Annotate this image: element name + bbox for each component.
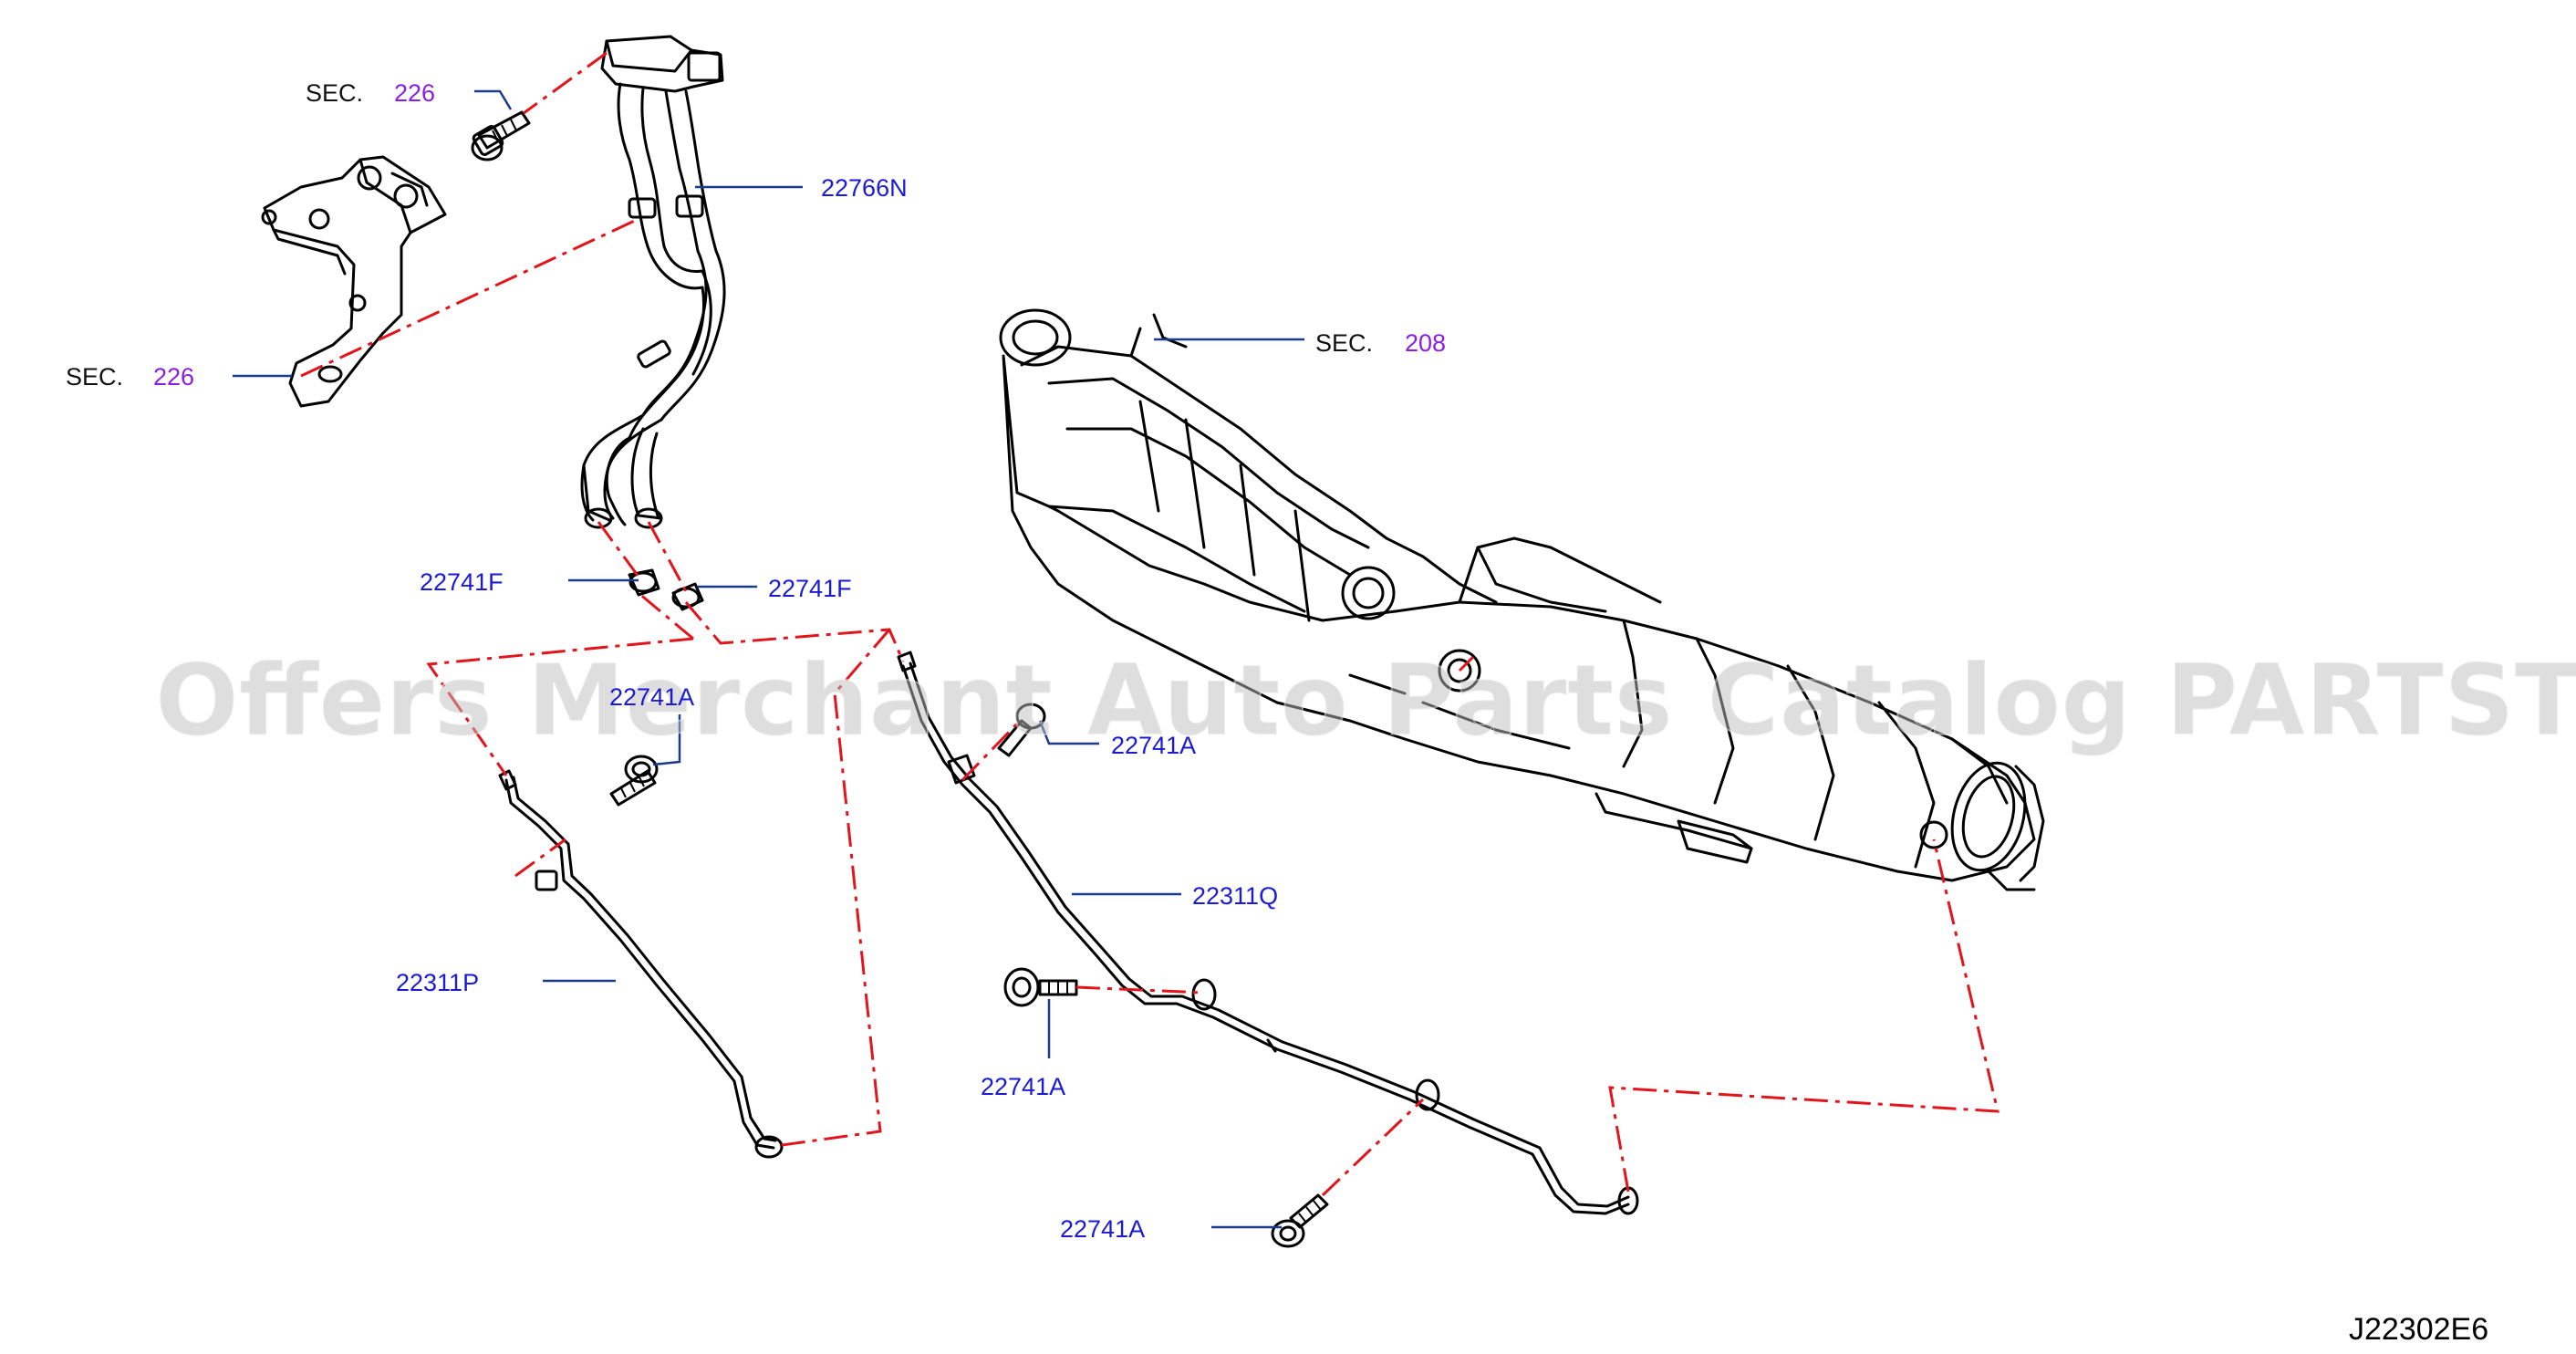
watermark-text: Offers Merchant Auto Parts Catalog PARTS…: [155, 644, 2576, 758]
connection-lines: [300, 51, 2000, 1197]
label-clip-22741f-right: 22741F: [768, 575, 852, 602]
label-sec-left-ref: 226: [153, 363, 194, 391]
figure-code: J22302E6: [2349, 1312, 2488, 1347]
bolt-22741a-upper-right: [997, 703, 1046, 757]
bolt-22741a-left: [609, 755, 659, 807]
label-tube-22311p: 22311P: [396, 969, 479, 996]
pressure-tube-right: [897, 651, 1639, 1215]
exhaust-catalyst-assembly: [999, 308, 2045, 891]
pressure-tube-left: [498, 769, 784, 1159]
label-sec-right-ref: 208: [1405, 329, 1446, 357]
label-tube-22311q: 22311Q: [1192, 882, 1278, 910]
mounting-bracket: [261, 155, 447, 408]
exhaust-sensor-harness: [580, 35, 726, 529]
label-sec-right: SEC.: [1315, 329, 1373, 357]
bolt-top: [471, 110, 531, 161]
label-sec-top-ref: 226: [394, 79, 435, 107]
label-clip-22741f-left: 22741F: [420, 568, 504, 596]
hose-clip-left: [628, 568, 660, 597]
label-bolt-22741a-left: 22741A: [609, 683, 694, 711]
label-bolt-22741a-upper-right: 22741A: [1111, 732, 1196, 759]
label-bolt-22741a-mid: 22741A: [981, 1073, 1065, 1100]
callout-labels: SEC. 226 SEC. 226 SEC. 208 22766N 22741F…: [66, 79, 1446, 1243]
bolt-22741a-mid: [1003, 967, 1078, 1007]
label-sec-left: SEC.: [66, 363, 123, 391]
label-harness-22766n: 22766N: [821, 174, 908, 202]
bolt-22741a-bottom: [1271, 1193, 1329, 1248]
leader-lines: [233, 89, 1304, 1229]
label-sec-top: SEC.: [306, 79, 363, 107]
label-bolt-22741a-bottom: 22741A: [1060, 1215, 1145, 1243]
